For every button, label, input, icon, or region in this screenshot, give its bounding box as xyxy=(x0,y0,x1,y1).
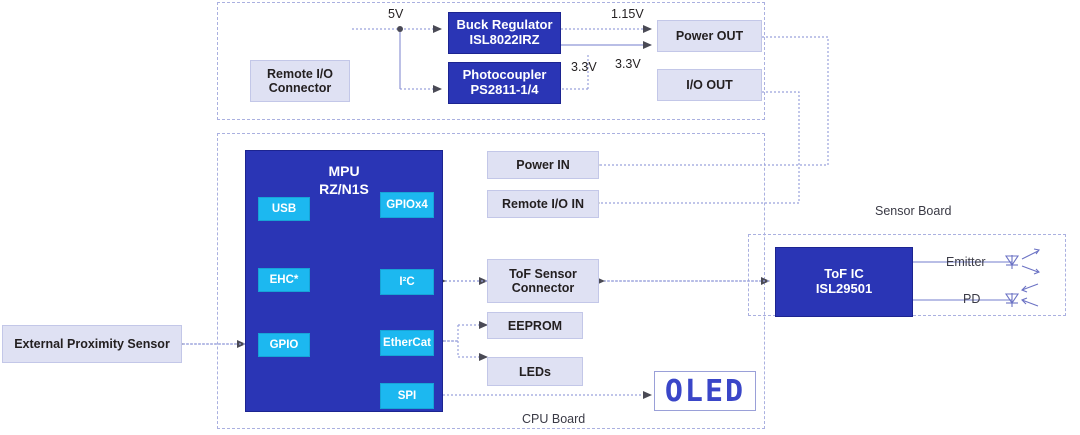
block-label-line1: Power IN xyxy=(516,158,570,172)
mpu-port-gpiox4[interactable]: GPIOx4 xyxy=(380,192,434,218)
block-mpu[interactable]: MPU RZ/N1S USB EHC* GPIO GPIOx4 I²C Ethe… xyxy=(245,150,443,412)
label-emitter: Emitter xyxy=(946,255,986,269)
net-label-3v3-b: 3.3V xyxy=(615,57,641,71)
mpu-port-spi[interactable]: SPI xyxy=(380,383,434,409)
net-label-3v3-a: 3.3V xyxy=(571,60,597,74)
block-label-line2: Connector xyxy=(511,281,575,295)
block-photocoupler[interactable]: Photocoupler PS2811-1/4 xyxy=(448,62,561,104)
block-io-out[interactable]: I/O OUT xyxy=(657,69,762,101)
block-label-line1: LEDs xyxy=(519,364,551,379)
block-buck-regulator[interactable]: Buck Regulator ISL8022IRZ xyxy=(448,12,561,54)
mpu-port-ehc[interactable]: EHC* xyxy=(258,268,310,292)
mpu-port-ethercat[interactable]: EtherCat xyxy=(380,330,434,356)
block-remote-io-connector[interactable]: Remote I/O Connector xyxy=(250,60,350,102)
block-label-line1: Remote I/O xyxy=(267,67,333,81)
block-label-line2: ISL8022IRZ xyxy=(469,32,540,47)
block-eeprom[interactable]: EEPROM xyxy=(487,312,583,339)
block-label-line2: Connector xyxy=(268,81,332,95)
block-label-line1: ToF Sensor xyxy=(509,267,577,281)
mpu-title-line2: RZ/N1S xyxy=(319,180,369,197)
block-power-out[interactable]: Power OUT xyxy=(657,20,762,52)
junction-dot-5v xyxy=(397,26,403,32)
mpu-title: MPU RZ/N1S xyxy=(246,163,442,198)
net-label-5v: 5V xyxy=(388,7,404,21)
net-label-1v15: 1.15V xyxy=(611,7,644,21)
block-label-line1: ToF IC xyxy=(824,266,864,282)
emitter-diode-symbol xyxy=(1004,248,1040,275)
block-tof-sensor-connector[interactable]: ToF Sensor Connector xyxy=(487,259,599,303)
block-label-line1: External Proximity Sensor xyxy=(14,337,170,351)
block-external-proximity-sensor[interactable]: External Proximity Sensor xyxy=(2,325,182,363)
block-power-in[interactable]: Power IN xyxy=(487,151,599,179)
block-label-line1: Photocoupler xyxy=(462,67,547,83)
mpu-port-gpio[interactable]: GPIO xyxy=(258,333,310,357)
power-region-boundary xyxy=(217,2,765,120)
caption-sensor-board: Sensor Board xyxy=(875,204,952,218)
block-oled[interactable]: OLED xyxy=(654,371,756,411)
oled-display-text: OLED xyxy=(664,373,746,409)
block-label-line2: ISL29501 xyxy=(815,281,873,296)
mpu-port-i2c[interactable]: I²C xyxy=(380,269,434,295)
block-label-line1: EEPROM xyxy=(507,318,563,333)
block-label-line1: I/O OUT xyxy=(686,78,733,92)
block-label-line2: PS2811-1/4 xyxy=(470,82,539,97)
label-pd: PD xyxy=(963,292,981,306)
block-tof-ic[interactable]: ToF IC ISL29501 xyxy=(775,247,913,317)
mpu-title-line1: MPU xyxy=(328,163,360,179)
block-label-line1: Power OUT xyxy=(675,29,744,43)
mpu-port-usb[interactable]: USB xyxy=(258,197,310,221)
block-label-line1: Buck Regulator xyxy=(456,17,553,33)
block-leds[interactable]: LEDs xyxy=(487,357,583,386)
block-remote-io-in[interactable]: Remote I/O IN xyxy=(487,190,599,218)
block-label-line1: Remote I/O IN xyxy=(502,197,584,211)
caption-cpu-board: CPU Board xyxy=(522,412,586,426)
photodiode-symbol xyxy=(1004,283,1039,307)
